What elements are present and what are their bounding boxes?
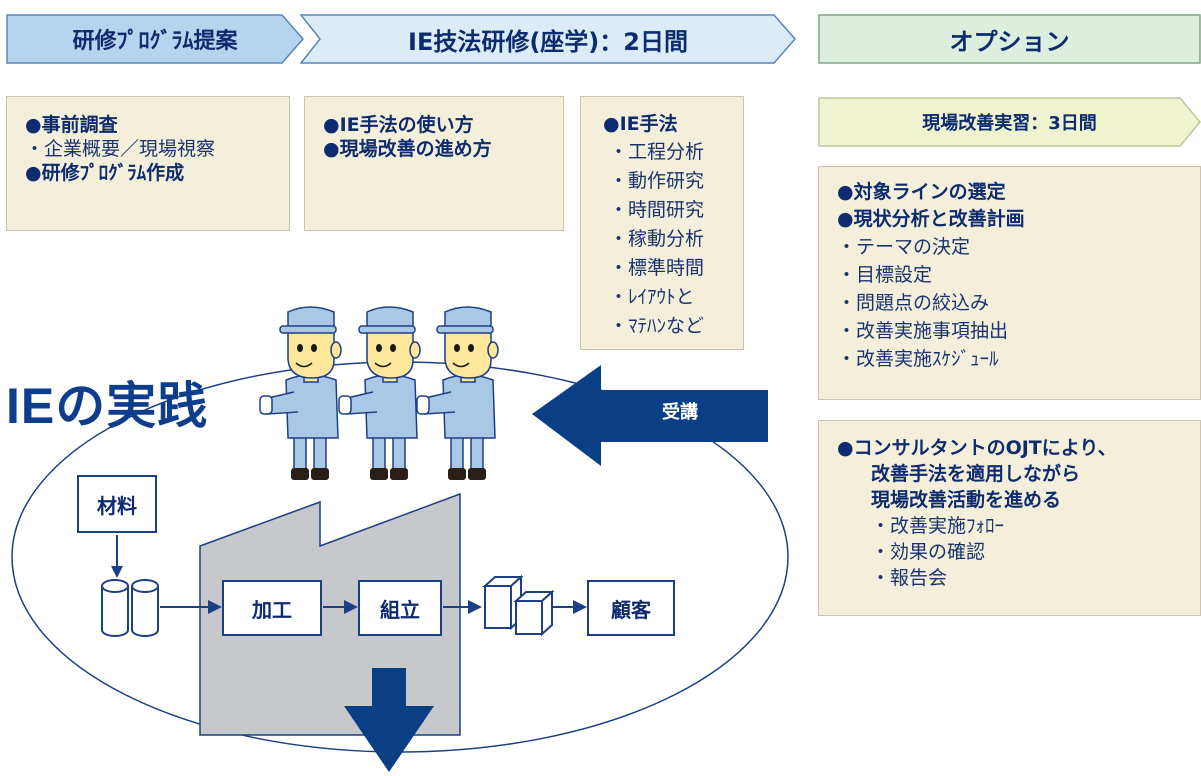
attend-arrow <box>532 365 768 466</box>
target-line-heading: ●対象ラインの選定 <box>837 181 1006 203</box>
processing-box: 加工 <box>222 580 322 636</box>
material-box: 材料 <box>77 475 157 533</box>
raw-material-cylinders-icon <box>101 579 159 637</box>
worker-figure <box>416 306 499 480</box>
assembly-label: 組立 <box>380 597 420 622</box>
ie-methods-heading: ●IE手法 <box>603 113 678 135</box>
worker-figure <box>259 306 342 480</box>
ojt-item: ・改善実施ﾌｫﾛｰ <box>871 515 1005 537</box>
ie-method-item: ・動作研究 <box>609 170 705 192</box>
customer-label: 顧客 <box>611 597 651 622</box>
ojt-heading-3: 現場改善活動を進める <box>871 489 1062 511</box>
ie-method-item: ・稼動分析 <box>609 228 705 250</box>
step-onsite-training-label: 現場改善実習：3日間 <box>922 113 1097 134</box>
ojt-item: ・報告会 <box>871 567 948 589</box>
ie-usage-heading: ●IE手法の使い方 <box>323 114 474 136</box>
plan-item: ・改善実施ｽｹｼﾞｭｰﾙ <box>837 348 999 370</box>
step-ie-training-label: IE技法研修(座学)：2日間 <box>408 27 688 56</box>
ie-method-item: ・工程分析 <box>609 141 705 163</box>
pre-survey-heading: ●事前調査 <box>25 114 118 136</box>
workers-group <box>259 306 499 480</box>
improvement-method-heading: ●現場改善の進め方 <box>323 138 492 160</box>
step-option: オプション <box>818 14 1201 64</box>
ojt-box: ●コンサルタントのOJTにより、 改善手法を適用しながら 現場改善活動を進める … <box>818 420 1201 616</box>
output-arrow <box>344 668 434 772</box>
ie-method-item: ・時間研究 <box>609 199 705 221</box>
step-onsite-training: 現場改善実習：3日間 <box>818 97 1201 147</box>
ie-method-item: ・ﾚｲｱｳﾄと <box>609 286 695 308</box>
assembly-box: 組立 <box>358 580 442 636</box>
ie-usage-box: ●IE手法の使い方 ●現場改善の進め方 <box>304 96 564 231</box>
worker-figure <box>338 306 421 480</box>
plan-item: ・問題点の絞込み <box>837 292 990 314</box>
ie-method-item: ・標準時間 <box>609 257 705 279</box>
step-option-label: オプション <box>949 27 1070 56</box>
plan-item: ・目標設定 <box>837 264 933 286</box>
pre-survey-box: ●事前調査 ・企業概要／現場視察 ●研修ﾌﾟﾛｸﾞﾗﾑ作成 <box>6 96 290 231</box>
material-label: 材料 <box>97 493 137 518</box>
pre-survey-item: ・企業概要／現場視察 <box>25 138 216 160</box>
plan-item: ・改善実施事項抽出 <box>837 320 1009 342</box>
processing-label: 加工 <box>252 597 292 622</box>
ie-methods-box: ●IE手法 ・工程分析 ・動作研究 ・時間研究 ・稼動分析 ・標準時間 ・ﾚｲｱ… <box>580 96 744 350</box>
ojt-heading-1: ●コンサルタントのOJTにより、 <box>837 437 1117 459</box>
customer-box: 顧客 <box>587 580 675 636</box>
step-ie-training: IE技法研修(座学)：2日間 <box>300 14 796 64</box>
ojt-item: ・効果の確認 <box>871 541 986 563</box>
attend-label: 受講 <box>662 402 698 423</box>
program-creation-heading: ●研修ﾌﾟﾛｸﾞﾗﾑ作成 <box>25 162 185 184</box>
plan-item: ・テーマの決定 <box>837 236 971 258</box>
ie-practice-title: IEの実践 <box>6 378 209 434</box>
step-proposal: 研修ﾌﾟﾛｸﾞﾗﾑ提案 <box>6 14 304 64</box>
step-proposal-label: 研修ﾌﾟﾛｸﾞﾗﾑ提案 <box>72 29 238 54</box>
ie-method-item: ・ﾏﾃﾊﾝなど <box>609 315 705 337</box>
product-boxes-icon <box>482 574 555 637</box>
ojt-heading-2: 改善手法を適用しながら <box>871 463 1081 485</box>
improvement-plan-box: ●対象ラインの選定 ●現状分析と改善計画 ・テーマの決定 ・目標設定 ・問題点の… <box>818 166 1201 400</box>
analysis-plan-heading: ●現状分析と改善計画 <box>837 208 1025 230</box>
